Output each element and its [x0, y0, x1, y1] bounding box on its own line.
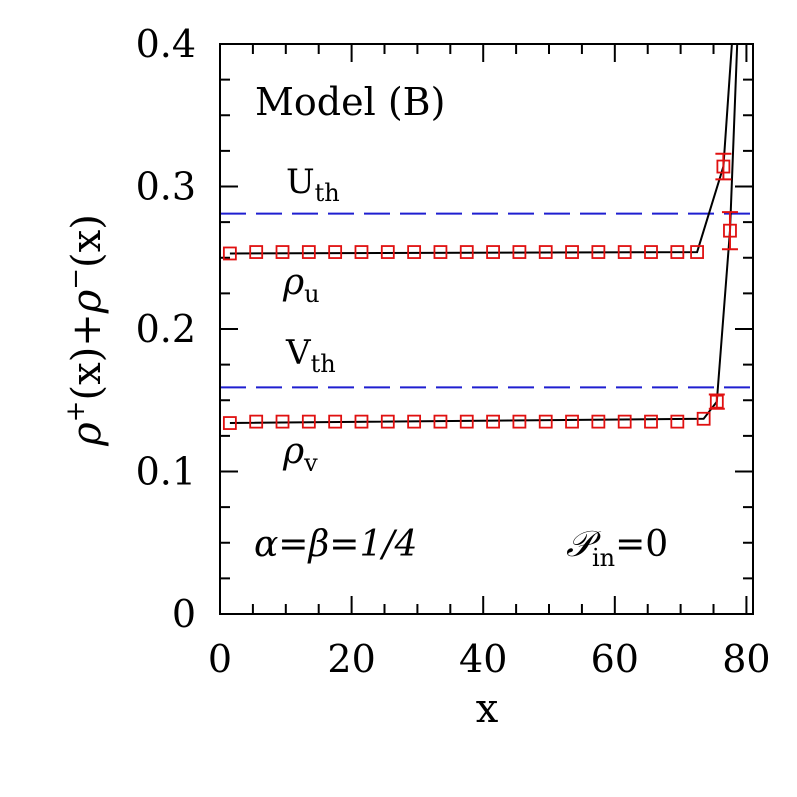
data-point [222, 416, 237, 430]
data-point [723, 223, 737, 238]
data-point [670, 245, 685, 259]
x-tick-label: 80 [722, 637, 770, 681]
x-tick-label: 60 [591, 637, 639, 681]
data-point [222, 246, 237, 261]
data-point [591, 245, 606, 259]
model-annotation: Model (B) [255, 80, 445, 124]
data-point [690, 245, 704, 259]
data-point [644, 414, 658, 429]
x-tick-label: 20 [327, 637, 375, 681]
data-point [249, 245, 264, 259]
data-point [407, 245, 422, 259]
data-point [380, 245, 395, 259]
chart-ticks [219, 43, 753, 615]
data-point [538, 245, 553, 259]
data-point [354, 245, 369, 259]
data-point [328, 245, 343, 259]
data-point [459, 245, 474, 259]
data-point [512, 414, 527, 429]
series-line [229, 43, 733, 255]
data-point [354, 414, 369, 429]
p-in-annotation: 𝒫in=0 [566, 524, 668, 572]
data-point [433, 414, 448, 429]
data-point [301, 414, 316, 429]
data-point [459, 414, 474, 429]
data-point [407, 414, 422, 429]
data-point [617, 414, 632, 429]
rho-v-label: ρv [282, 431, 318, 477]
series-markers [222, 152, 738, 430]
plot-frame [219, 43, 754, 615]
x-tick-label: 40 [459, 637, 507, 681]
y-axis-label: ρ+(x)+ρ−(x) [61, 214, 110, 447]
data-point [486, 245, 500, 259]
x-axis-label: x [476, 686, 499, 732]
data-point [328, 414, 343, 429]
y-tick-label: 0.1 [136, 450, 196, 494]
data-point [716, 159, 731, 174]
data-point [565, 414, 579, 429]
data-point [249, 414, 264, 429]
data-point [275, 414, 290, 429]
u-threshold-label: Uth [286, 162, 340, 207]
data-point [617, 245, 632, 259]
data-point [380, 414, 395, 429]
params-annotation: α=β=1/4 [254, 524, 417, 565]
data-point [644, 245, 658, 259]
y-tick-label: 0.4 [136, 22, 196, 66]
data-point [486, 414, 500, 429]
data-point [709, 394, 724, 409]
y-tick-label: 0 [172, 592, 196, 636]
v-threshold-label: Vth [285, 333, 336, 378]
data-point [591, 414, 606, 429]
data-point [670, 414, 685, 429]
tick-labels: 0 20 40 60 80 0 0.1 0.2 0.3 0.4 [136, 22, 771, 681]
data-point [512, 245, 527, 259]
y-tick-label: 0.3 [136, 165, 196, 209]
reference-lines [220, 212, 753, 389]
y-tick-label: 0.2 [136, 307, 196, 351]
x-tick-label: 0 [208, 637, 232, 681]
data-point [433, 245, 448, 259]
data-point [538, 414, 553, 429]
rho-u-label: ρu [282, 262, 320, 308]
data-point [696, 411, 711, 426]
data-point [275, 245, 290, 259]
data-point [301, 245, 316, 259]
data-point [565, 245, 579, 259]
